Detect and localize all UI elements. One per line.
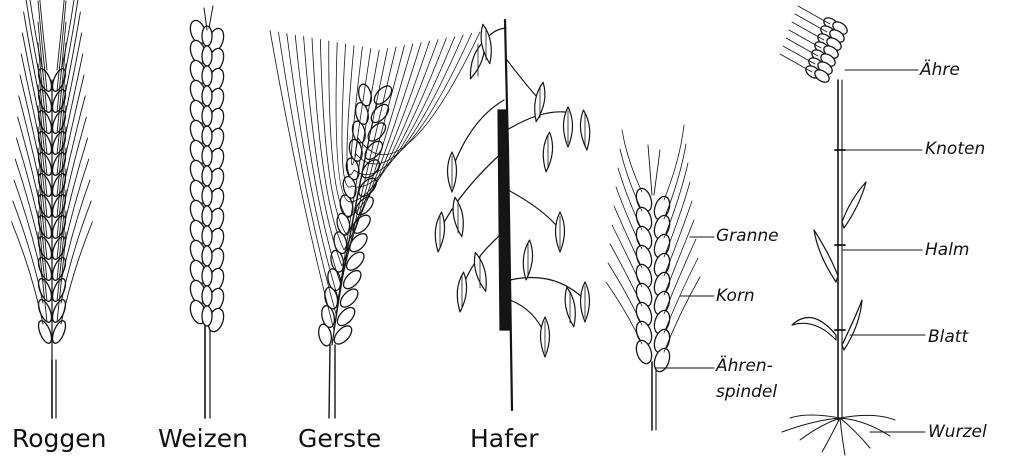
plant-ear-awn	[780, 54, 812, 72]
labeled-ear-drawing	[606, 125, 700, 430]
plant-ear-awn	[798, 6, 830, 24]
oat-branch	[510, 300, 545, 335]
caption-weizen: Weizen	[158, 426, 248, 451]
label-aehrenspindel-line2: spindel	[716, 384, 777, 401]
label-korn: Korn	[716, 288, 755, 305]
label-knoten: Knoten	[925, 141, 985, 158]
barley-awn	[278, 32, 336, 314]
oat-spikelet	[471, 251, 490, 292]
plant-leaf	[792, 317, 836, 340]
caption-roggen: Roggen	[12, 426, 107, 451]
oat-branch	[510, 278, 585, 301]
label-halm: Halm	[925, 242, 969, 259]
oat-branch	[508, 190, 560, 230]
plant-root	[782, 418, 840, 432]
rye-grain	[50, 319, 68, 345]
caption-gerste: Gerste	[298, 426, 381, 451]
plant-ear-awn	[783, 46, 815, 64]
wheat-grain	[202, 46, 212, 66]
barley-ear-drawing	[270, 31, 480, 419]
wheat-grain	[202, 86, 212, 106]
barley-awn	[338, 47, 396, 298]
ear-grain	[652, 346, 673, 373]
oat-branch	[507, 60, 540, 100]
oat-branch	[452, 100, 504, 170]
oat-panicle-drawing	[434, 20, 592, 410]
wheat-grain	[202, 286, 212, 306]
plant-ear-awn	[789, 30, 821, 48]
wheat-grain	[202, 106, 212, 126]
wheat-grain	[202, 246, 212, 266]
ear-grain	[634, 338, 655, 365]
wheat-grain	[202, 266, 212, 286]
caption-hafer: Hafer	[470, 426, 539, 451]
barley-stem	[329, 345, 335, 418]
label-aehre: Ähre	[920, 62, 960, 79]
labeled-plant-drawing	[780, 6, 895, 455]
barley-awn	[270, 31, 334, 331]
plant-root	[840, 418, 845, 455]
wheat-grain	[202, 166, 212, 186]
label-leader-lines	[655, 70, 925, 432]
plant-leaf	[814, 230, 838, 282]
plant-ear-awn	[786, 38, 818, 56]
barley-awn	[295, 35, 340, 282]
label-granne: Granne	[716, 228, 779, 245]
wheat-grain	[202, 306, 212, 326]
wheat-grain	[202, 226, 212, 246]
rye-ear-drawing	[12, 0, 93, 418]
wheat-grain	[202, 146, 212, 166]
wheat-grain	[202, 66, 212, 86]
wheat-ear-drawing	[188, 6, 227, 418]
plant-ear-awn	[795, 14, 827, 32]
wheat-grain	[202, 126, 212, 146]
plant-root	[822, 418, 840, 452]
label-aehrenspindel-line1: Ähren-	[716, 358, 773, 375]
ear-awn	[622, 130, 642, 192]
wheat-grain	[202, 186, 212, 206]
label-blatt: Blatt	[928, 329, 968, 346]
plant-leaf	[842, 300, 862, 350]
plant-root	[840, 418, 890, 436]
plant-ear-awn	[792, 22, 824, 40]
plant-leaf	[842, 182, 866, 228]
label-wurzel: Wurzel	[928, 424, 987, 441]
ear-tip-awn	[648, 145, 660, 195]
plant-root	[790, 415, 840, 418]
wheat-grain	[202, 206, 212, 226]
rye-grain	[36, 319, 54, 345]
plant-root	[840, 418, 870, 448]
barley-grain	[368, 101, 392, 125]
